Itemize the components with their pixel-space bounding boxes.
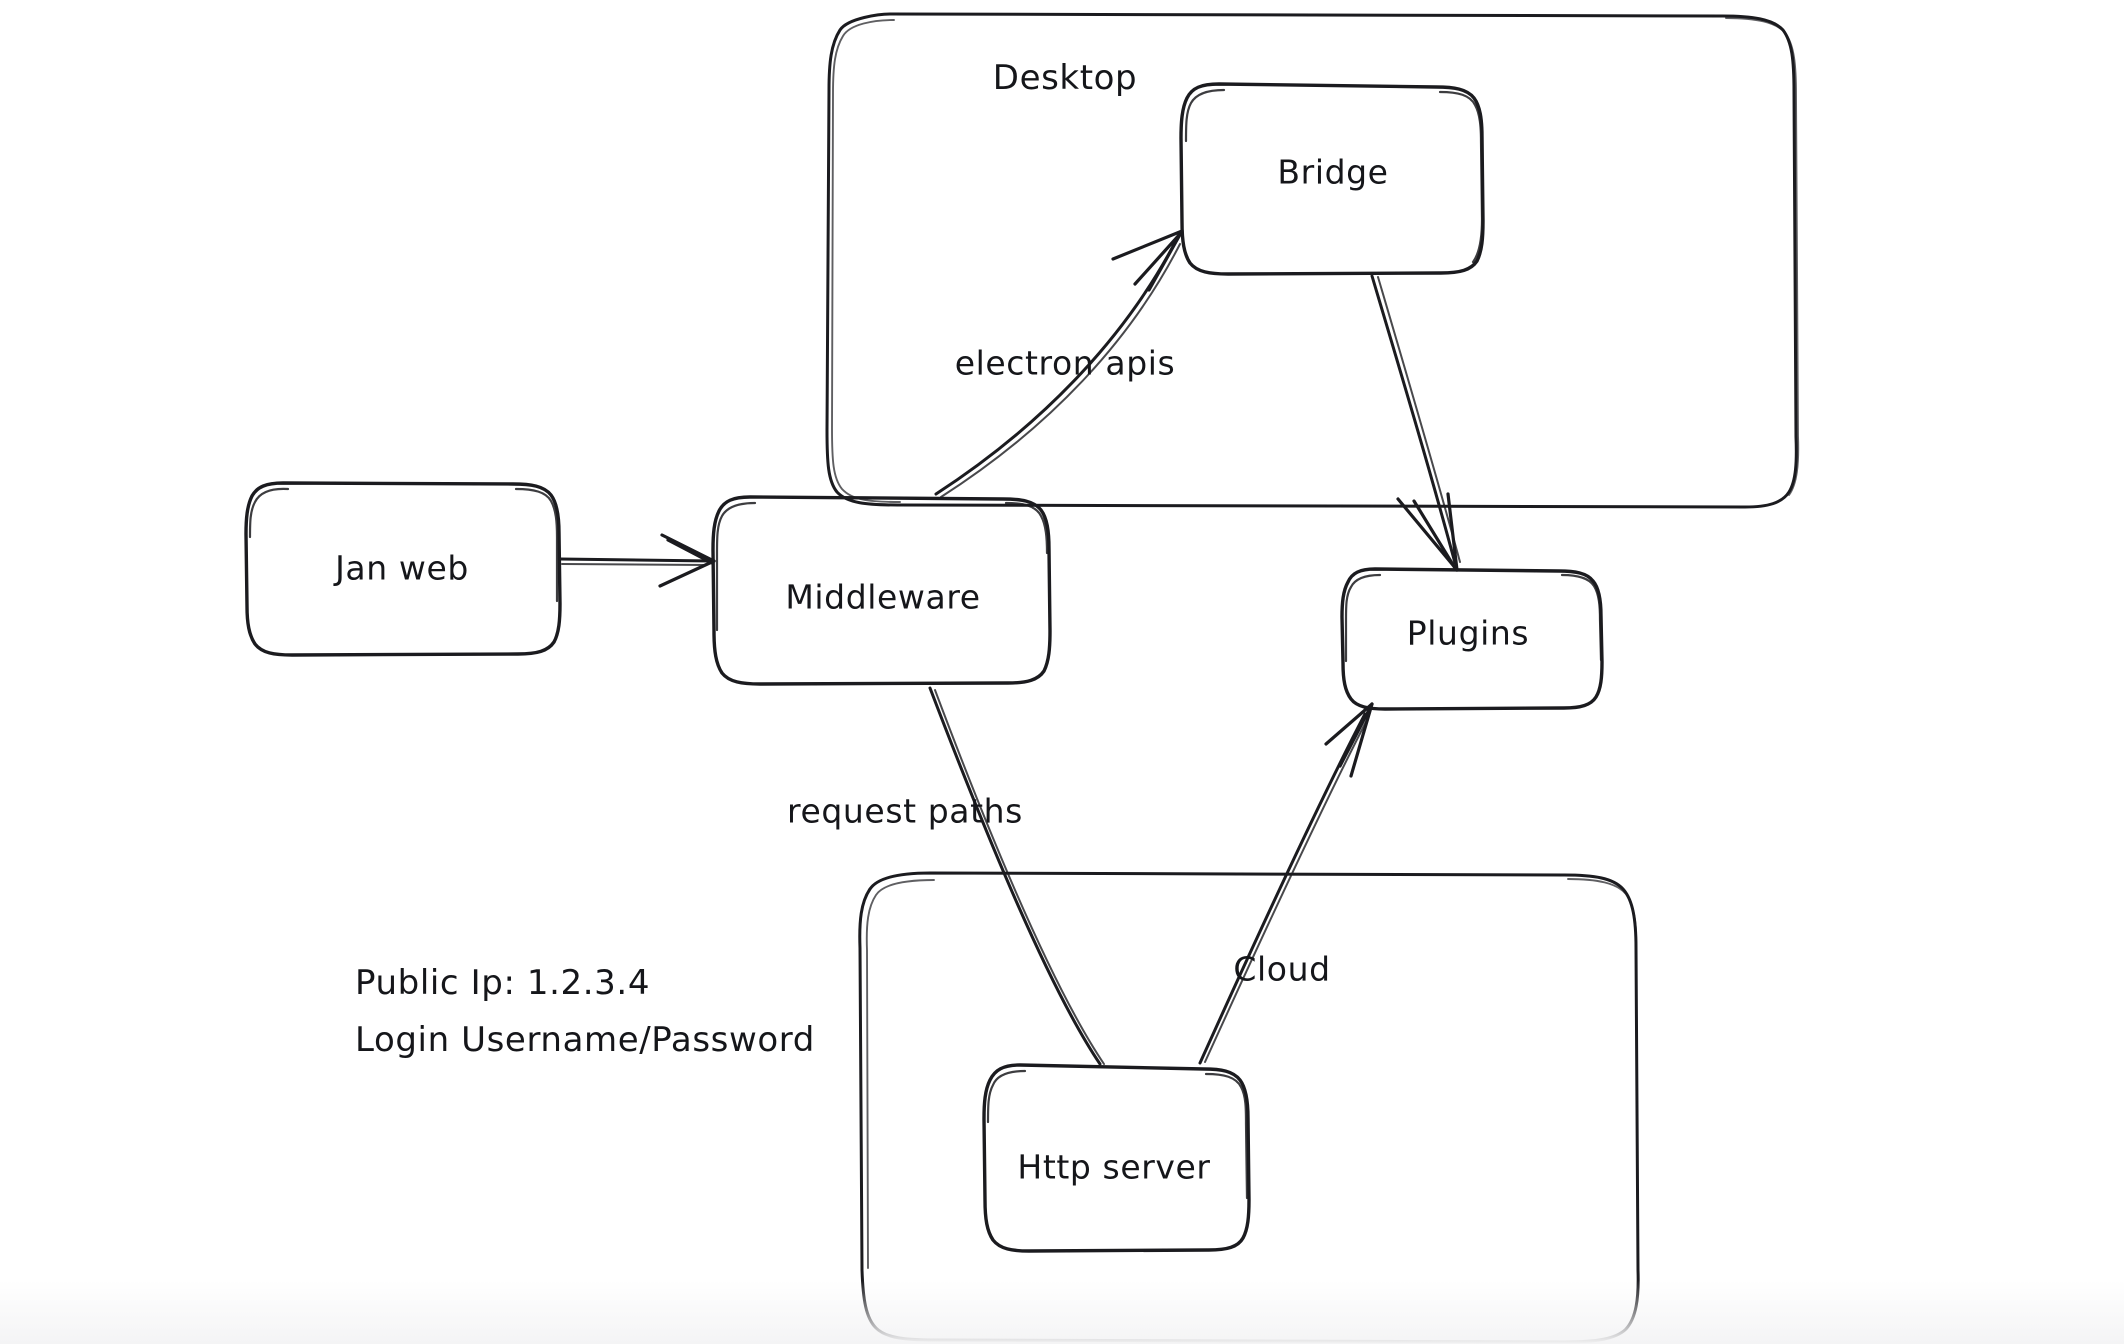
node-label-middleware: Middleware — [785, 577, 981, 617]
node-bridge-shape[interactable] — [1179, 82, 1485, 276]
edge-bridge-to-plugins[interactable] — [1370, 274, 1461, 572]
edge-http-server-to-plugins[interactable] — [1198, 702, 1374, 1065]
edge-label-cloud: Cloud — [1233, 949, 1331, 989]
node-plugins-shape[interactable] — [1340, 567, 1604, 711]
edge-label-request-paths: request paths — [787, 791, 1023, 831]
edge-middleware-to-http-server[interactable] — [928, 686, 1105, 1066]
node-label-jan-web: Jan web — [335, 548, 469, 588]
group-label-desktop: Desktop — [992, 58, 1138, 98]
node-label-http-server: Http server — [1017, 1147, 1211, 1187]
node-label-plugins: Plugins — [1406, 613, 1530, 653]
edge-label-electron-apis: electron apis — [954, 343, 1176, 383]
note-login-credentials: Login Username/Password — [355, 1020, 815, 1060]
edge-jan-web-to-middleware[interactable] — [558, 533, 716, 588]
node-label-bridge: Bridge — [1277, 152, 1389, 192]
node-jan-web-shape[interactable] — [244, 481, 562, 657]
node-http-server-shape[interactable] — [982, 1063, 1251, 1253]
node-middleware-shape[interactable] — [711, 495, 1052, 686]
notes-block: Public Ip: 1.2.3.4 Login Username/Passwo… — [355, 955, 815, 1069]
note-public-ip: Public Ip: 1.2.3.4 — [355, 963, 651, 1003]
edge-middleware-to-bridge[interactable] — [934, 229, 1184, 498]
group-desktop-shape[interactable] — [825, 12, 1800, 509]
